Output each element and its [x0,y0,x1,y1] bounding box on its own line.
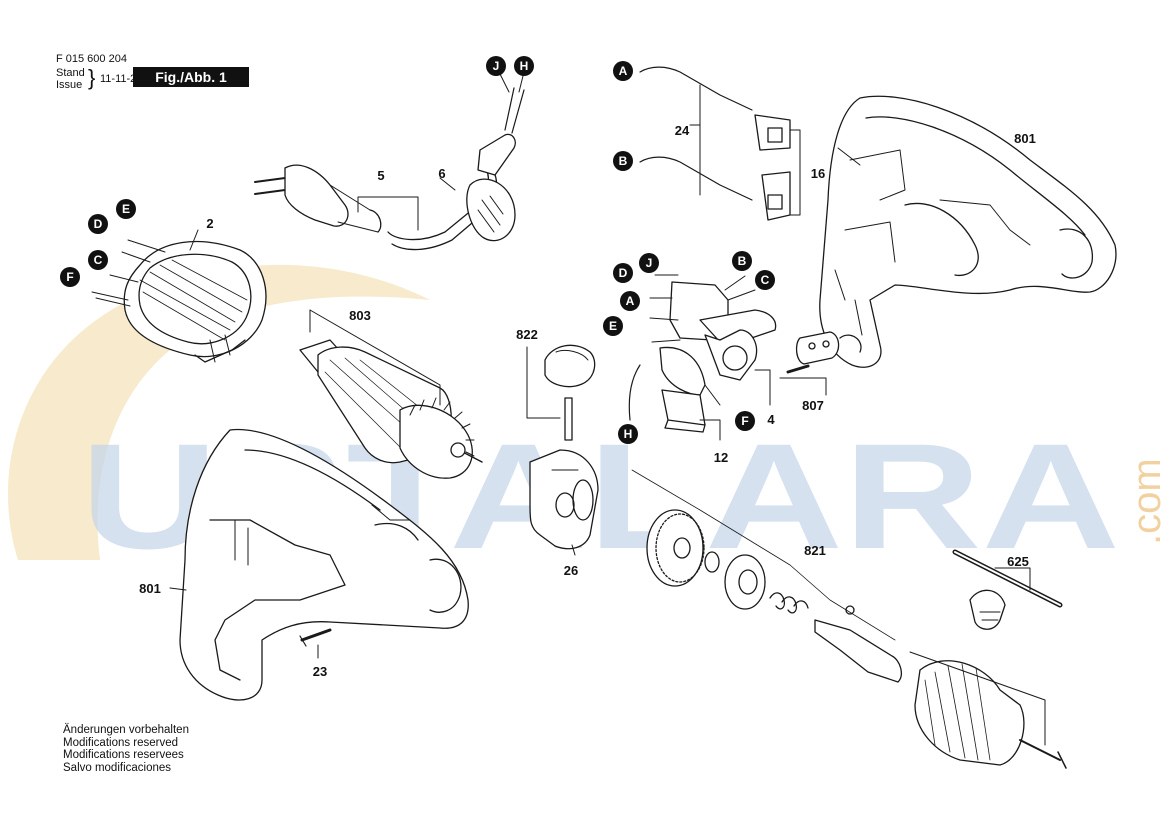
badge-J-switch: J [639,253,659,273]
switch-assembly [628,274,777,421]
label-801-top: 801 [1014,131,1036,146]
speed-knob [526,344,596,441]
leader-lines [169,147,861,659]
note-de: Änderungen vorbehalten [63,724,189,736]
badge-C-left: C [88,250,108,270]
label-801-bottom: 801 [139,581,161,596]
watermark-swoosh [8,264,430,560]
svg-text:D: D [619,266,628,280]
note-en: Modifications reserved [63,736,179,749]
label-26: 26 [564,563,578,578]
badge-C-switch: C [755,270,775,290]
svg-text:B: B [738,254,747,268]
cable-5-leaders [357,196,419,231]
svg-text:D: D [94,217,103,231]
figure-label: Fig./Abb. 1 [133,67,249,87]
svg-text:A: A [619,64,628,78]
label-803: 803 [349,308,371,323]
modification-notes: Änderungen vorbehalten Modifications res… [63,724,189,774]
connector-cables [639,66,801,221]
watermark-suffix: .com [1125,458,1169,545]
label-2: 2 [206,216,213,231]
badge-B-switch: B [732,251,752,271]
badge-J-top: J [486,56,506,76]
svg-text:J: J [646,256,653,270]
label-4: 4 [767,412,775,427]
badge-B-top: B [613,151,633,171]
svg-text:B: B [619,154,628,168]
label-822: 822 [516,327,538,342]
badge-D-left: D [88,214,108,234]
label-16: 16 [811,166,825,181]
badge-E-switch: E [603,316,623,336]
cable-strain-relief [387,69,525,251]
svg-text:J: J [493,59,500,73]
housing-half-upper [819,95,1117,368]
bracket-26 [529,449,599,550]
svg-text:A: A [626,294,635,308]
svg-text:H: H [520,59,529,73]
armature [299,309,483,479]
badge-F-left: F [60,267,80,287]
badge-H-top: H [514,56,534,76]
label-625: 625 [1007,554,1029,569]
svg-text:E: E [609,319,617,333]
label-12: 12 [714,450,728,465]
label-24: 24 [675,123,690,138]
badge-E-left: E [116,199,136,219]
svg-text:C: C [761,273,770,287]
field-stator [91,239,267,363]
svg-text:C: C [94,253,103,267]
badge-F-switch: F [735,411,755,431]
note-fr: Modifications reservees [63,749,184,761]
label-23: 23 [313,664,327,679]
stand-label: Stand [56,67,85,79]
doc-number: F 015 600 204 [56,53,127,65]
capacitor-12 [661,389,721,441]
cable-clamp-807 [779,331,840,396]
label-821: 821 [804,543,826,558]
label-5: 5 [377,168,384,183]
mains-plug [254,164,382,233]
connector-badges: J H A B E D C F J D B C A E F H [60,56,775,444]
chuck-key [952,549,1063,630]
svg-text:F: F [741,414,748,428]
badge-H-switch: H [618,424,638,444]
screw-23 [299,628,332,647]
issue-date: 11-11-28 [100,73,143,85]
svg-text:H: H [624,427,633,441]
label-807: 807 [802,398,824,413]
brace: } [88,65,96,90]
gear-assembly [631,469,902,683]
svg-text:F: F [66,270,73,284]
drill-chuck [909,651,1067,769]
part-numbers: 801 803 2 5 6 24 16 822 26 12 4 807 821 … [139,123,1036,679]
badge-D-switch: D [613,263,633,283]
badge-A-top: A [613,61,633,81]
badge-A-switch: A [620,291,640,311]
svg-text:E: E [122,202,130,216]
issue-label: Issue [56,79,83,91]
note-es: Salvo modificaciones [63,761,172,774]
housing-half-lower [179,428,469,701]
label-6: 6 [438,166,445,181]
